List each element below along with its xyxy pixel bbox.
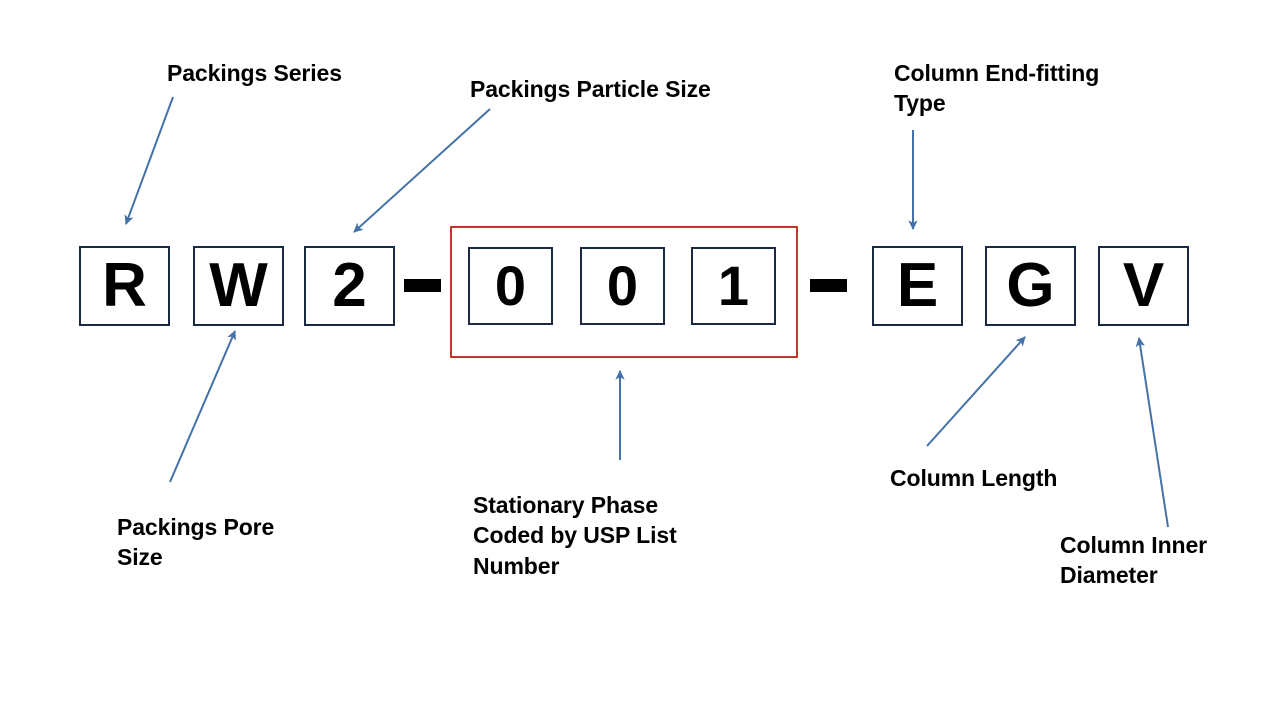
code-char-value: V (1122, 251, 1165, 320)
label-column-length: Column Length (890, 465, 1058, 491)
code-char-value: E (896, 251, 939, 320)
code-char-value: W (209, 251, 268, 320)
code-char-value: 0 (494, 254, 527, 317)
code-char-box-usp-list-number-2: 0 (580, 247, 665, 325)
code-char-box-suffix-2: G (985, 246, 1076, 326)
code-char-value: 1 (717, 254, 750, 317)
code-char-value: R (102, 251, 147, 320)
code-separator-dash-1 (404, 279, 441, 292)
arrow-packings-pore-size (169, 330, 236, 483)
code-char-box-usp-list-number-1: 0 (468, 247, 553, 325)
code-char-box-prefix-2: W (193, 246, 284, 326)
code-char-box-suffix-3: V (1098, 246, 1189, 326)
usp-list-number-highlight-rect (450, 226, 798, 358)
arrow-column-inner-diameter (1135, 337, 1169, 528)
label-column-end-fitting-type: Column End-fitting Type (894, 60, 1100, 117)
arrow-packings-particle-size (353, 108, 491, 233)
arrow-column-length (926, 336, 1026, 447)
label-packings-particle-size: Packings Particle Size (470, 76, 711, 102)
code-char-value: 0 (606, 254, 639, 317)
code-char-value: G (1006, 251, 1055, 320)
code-char-box-usp-list-number-3: 1 (691, 247, 776, 325)
label-packings-series: Packings Series (167, 60, 342, 86)
label-packings-pore-size: Packings Pore Size (117, 514, 275, 571)
arrow-packings-series (124, 96, 174, 225)
label-column-inner-diameter: Column Inner Diameter (1060, 532, 1208, 589)
code-char-box-prefix-1: R (79, 246, 170, 326)
code-char-box-prefix-3: 2 (304, 246, 395, 326)
label-stationary-phase-usp-list-number: Stationary Phase Coded by USP List Numbe… (473, 492, 677, 579)
code-separator-dash-2 (810, 279, 847, 292)
code-char-box-suffix-1: E (872, 246, 963, 326)
code-char-value: 2 (332, 251, 367, 320)
